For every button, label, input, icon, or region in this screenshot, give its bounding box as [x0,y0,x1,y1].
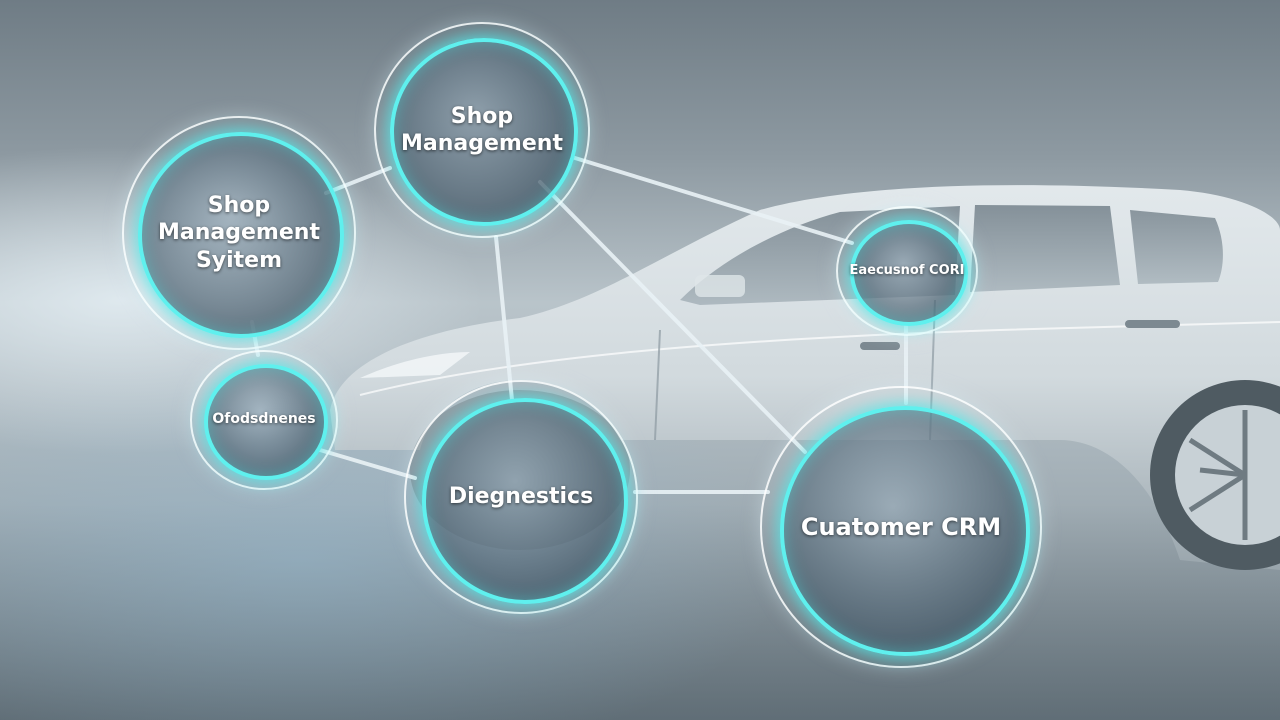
node-customer-crm: Cuatomer CRM [760,386,1042,668]
node-label: Eaecusnof CORI [849,262,965,278]
node-label: Shop Management Syitem [158,192,320,273]
car-window-rear [970,205,1120,292]
node-label: Shop Management [401,103,563,157]
node-shop-management-system: Shop Management Syitem [122,116,356,350]
connector-line [494,235,514,402]
node-diagnostics: Diegnestics [404,380,638,614]
connector-line [573,156,854,245]
node-label: Ofodsdnenes [212,411,316,428]
node-small-right: Eaecusnof CORI [836,206,978,336]
node-label: Diegnestics [448,484,594,510]
node-shop-management: Shop Management [374,22,590,238]
car-window-back [1130,210,1223,284]
connector-line [538,180,807,454]
node-label: Cuatomer CRM [800,513,1002,541]
node-small-left: Ofodsdnenes [190,350,338,490]
connector-line [318,448,417,480]
